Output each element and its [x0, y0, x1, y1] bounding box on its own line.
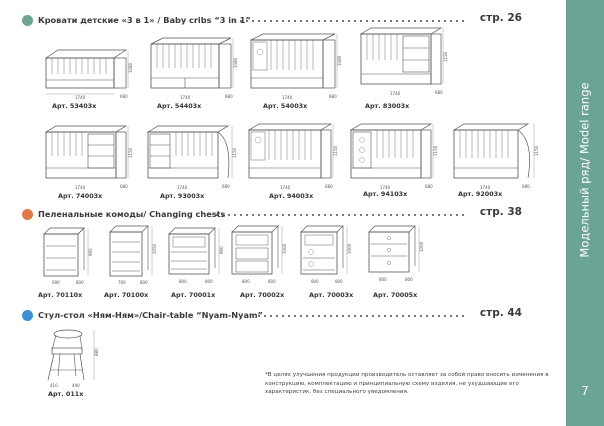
dim-height: 1150	[433, 145, 438, 156]
section-title: Пеленальные комоды/ Changing chests	[38, 209, 226, 219]
page-ref: стр. 26	[479, 12, 522, 24]
dim-length: 1740	[282, 95, 293, 100]
dim-height: 960	[88, 248, 93, 256]
dim-length: 1740	[380, 185, 391, 190]
footnote: *В целях улучшения продукции производите…	[265, 372, 549, 395]
article-label: Арт. 70005х	[373, 291, 418, 299]
crib-drawing: 1740 680 1150	[44, 125, 133, 190]
section-bullet-icon	[22, 209, 33, 220]
article-label: Арт. 94103х	[363, 190, 408, 198]
crib-drawing: 1740 680 1080	[44, 49, 133, 100]
page-ref: стр. 38	[479, 206, 522, 218]
crib-drawing: 1740 680 1150	[452, 123, 539, 190]
article-label: Арт. 70110х	[38, 291, 83, 299]
article-label: Арт. 92003х	[458, 190, 503, 198]
chest-drawing: 800 800 1000	[368, 225, 424, 282]
dim-height: 1150	[333, 145, 338, 156]
dim-length: 1740	[75, 185, 86, 190]
dim-height: 960	[219, 246, 224, 254]
dim-width: 680	[120, 94, 128, 99]
dim-depth: 800	[268, 279, 276, 284]
dim-height: 1000	[282, 243, 287, 254]
article-label: Арт. 70001х	[171, 291, 216, 299]
section-title: Стул-стол «Ням-Ням»/Chair-table “Nyam-Ny…	[38, 310, 263, 320]
section-header-chair: Стул-стол «Ням-Ням»/Chair-table “Nyam-Ny…	[22, 307, 522, 323]
section-bullet-icon	[22, 310, 33, 321]
dim-height: 880	[94, 348, 99, 356]
dim-depth: 440	[72, 383, 80, 388]
side-title: Модельный ряд/ Model range	[578, 82, 593, 258]
dim-width: 800	[379, 277, 387, 282]
dim-width: 680	[222, 184, 230, 189]
article-label: Арт. 54403х	[157, 102, 202, 110]
dim-depth: 800	[205, 279, 213, 284]
dim-depth: 800	[140, 280, 148, 285]
dim-height: 1080	[337, 55, 342, 66]
crib-drawing: 1740 680 1150	[146, 125, 237, 190]
dot-leader	[232, 20, 464, 22]
dim-width: 680	[329, 94, 337, 99]
crib-drawing: 1740 680 1080	[150, 37, 238, 100]
chest-drawing: 800 800 1000	[231, 225, 287, 284]
article-label: Арт. 93003х	[160, 192, 205, 200]
dot-leader	[214, 214, 464, 216]
dim-height: 1150	[534, 145, 539, 156]
dim-height: 1050	[152, 243, 157, 254]
chest-drawing: 800 800 960	[168, 227, 224, 284]
dim-depth: 800	[76, 280, 84, 285]
dim-width: 680	[325, 184, 333, 189]
article-label: Арт. 54003х	[263, 102, 308, 110]
dim-width: 680	[435, 90, 443, 95]
chair-drawing: 410 440 880	[47, 329, 99, 388]
page-ref: стр. 44	[479, 307, 522, 319]
article-label: Арт. 70002х	[240, 291, 285, 299]
dim-depth: 800	[335, 279, 343, 284]
dim-length: 1740	[480, 185, 491, 190]
dim-width: 690	[52, 280, 60, 285]
section-bullet-icon	[22, 15, 33, 26]
dim-length: 1740	[180, 95, 191, 100]
dim-height: 1150	[443, 51, 448, 62]
section-header-cribs: Кровати детские «3 в 1» / Baby cribs “3 …	[22, 12, 522, 28]
chest-drawing: 690 800 960	[43, 227, 93, 285]
dim-height: 1150	[128, 147, 133, 158]
article-label: Арт. 53403х	[52, 102, 97, 110]
section-title: Кровати детские «3 в 1» / Baby cribs “3 …	[38, 15, 251, 25]
dim-width: 680	[522, 184, 530, 189]
dim-depth: 800	[405, 277, 413, 282]
chest-drawing: 700 800 1050	[109, 225, 157, 285]
section-header-chests: Пеленальные комоды/ Changing chests стр.…	[22, 206, 522, 222]
dim-width: 800	[179, 279, 187, 284]
dim-width: 700	[118, 280, 126, 285]
dim-height: 1000	[419, 241, 424, 252]
dot-leader	[250, 315, 464, 317]
dim-length: 1740	[177, 185, 188, 190]
article-label: Арт. 70100х	[104, 291, 149, 299]
dim-length: 1740	[280, 185, 291, 190]
article-label: Арт. 83003х	[365, 102, 410, 110]
article-label: Арт. 70003х	[309, 291, 354, 299]
article-label: Арт. 74003х	[58, 192, 103, 200]
crib-drawing: 1740 680 1150	[349, 123, 438, 190]
side-band	[566, 0, 604, 426]
dim-width: 410	[50, 383, 58, 388]
dim-height: 1080	[128, 62, 133, 73]
dim-height: 1150	[232, 147, 237, 158]
crib-drawing: 1740 680 1080	[250, 33, 342, 100]
page-number: 7	[581, 384, 589, 398]
article-label: Арт. 94003х	[269, 192, 314, 200]
dim-width: 680	[120, 184, 128, 189]
dim-length: 1740	[75, 95, 86, 100]
dim-width: 800	[242, 279, 250, 284]
dim-width: 680	[425, 184, 433, 189]
article-label: Арт. 011х	[48, 390, 84, 398]
dim-height: 1080	[233, 57, 238, 68]
crib-drawing: 1740 680 1150	[247, 123, 338, 190]
dim-height: 1000	[347, 243, 352, 254]
dim-width: 800	[311, 279, 319, 284]
dim-length: 1740	[390, 91, 401, 96]
dim-width: 680	[225, 94, 233, 99]
chest-drawing: 800 800 1000	[300, 225, 352, 284]
crib-drawing: 1740 680 1150	[359, 27, 448, 96]
